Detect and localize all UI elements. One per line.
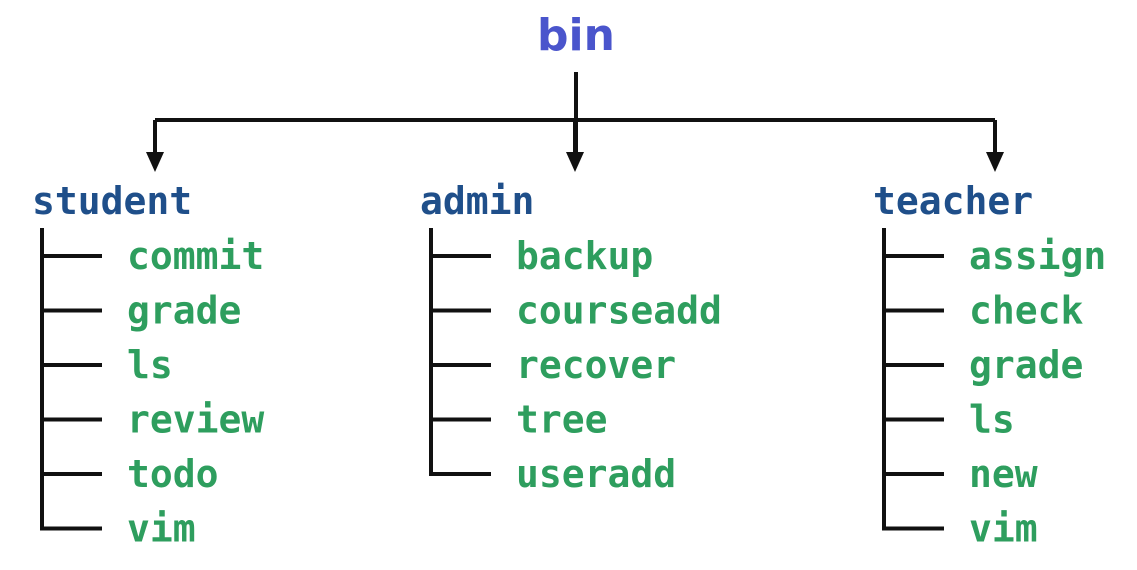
- file-label: recover: [516, 343, 676, 387]
- file-label: new: [969, 452, 1038, 496]
- branch-student: student commit grade ls review todo vim: [32, 120, 264, 551]
- file-label: check: [969, 289, 1084, 333]
- file-label: grade: [127, 289, 241, 333]
- file-label: grade: [969, 343, 1083, 387]
- file-label: vim: [969, 507, 1038, 551]
- file-label: backup: [516, 234, 653, 278]
- file-label: review: [127, 398, 264, 442]
- file-label: assign: [969, 234, 1106, 278]
- arrow-head-teacher: [986, 152, 1004, 172]
- root-directory-label: bin: [537, 10, 615, 61]
- branch-admin: admin backup courseadd recover tree useradd: [420, 120, 722, 496]
- arrow-head-admin: [566, 152, 584, 172]
- file-label: useradd: [516, 452, 676, 496]
- file-label: courseadd: [516, 289, 722, 333]
- directory-label-admin: admin: [420, 179, 534, 223]
- arrow-head-student: [146, 152, 164, 172]
- subdirectory-branches: student commit grade ls review todo vim admin ba…: [32, 120, 1106, 551]
- file-label: commit: [127, 234, 264, 278]
- directory-label-student: student: [32, 179, 192, 223]
- file-label: vim: [127, 507, 196, 551]
- file-label: ls: [969, 398, 1015, 442]
- branch-teacher: teacher assign check grade ls new vim: [873, 120, 1106, 551]
- file-label: tree: [516, 398, 608, 442]
- directory-label-teacher: teacher: [873, 179, 1033, 223]
- file-label: ls: [127, 343, 173, 387]
- file-label: todo: [127, 452, 219, 496]
